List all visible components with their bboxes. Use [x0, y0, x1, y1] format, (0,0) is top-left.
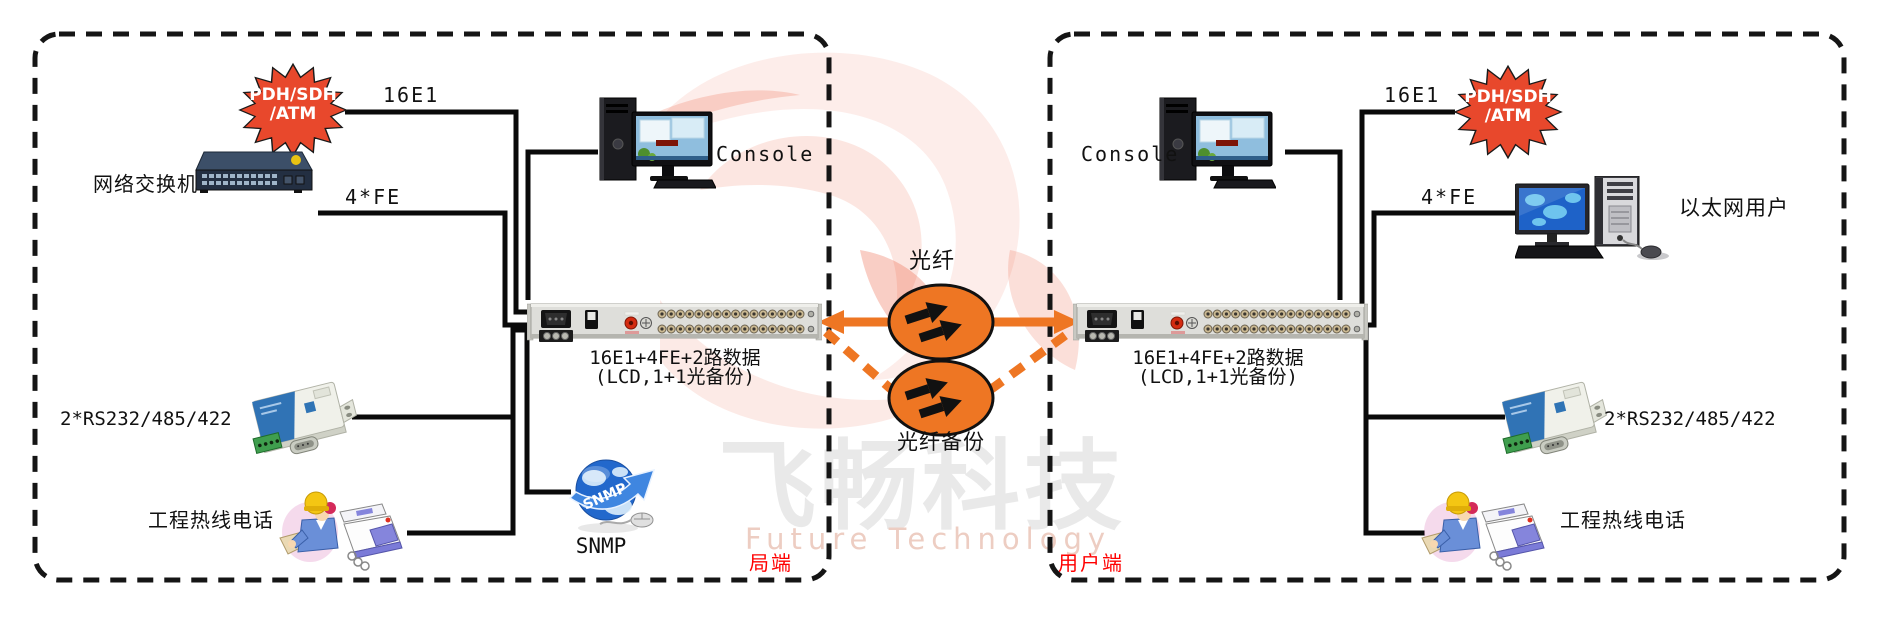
hotline-phone-right — [1421, 491, 1545, 571]
hotline-phone-label-left: 工程热线电话 — [148, 508, 274, 532]
mux-device-right — [1073, 303, 1368, 343]
rs232-label-right: 2*RS232/485/422 — [1604, 408, 1776, 430]
starburst-text-line2-right: /ATM — [1484, 106, 1532, 126]
console-label-right: Console — [1081, 142, 1180, 166]
hotline-phone-label-right: 工程热线电话 — [1560, 508, 1686, 532]
customer-side-box — [1047, 31, 1847, 583]
console-label-left: Console — [716, 142, 815, 166]
watermark-en: Future Technology — [745, 522, 1111, 556]
ethernet-user-pc — [1515, 176, 1670, 261]
left-connection-lines — [318, 109, 598, 536]
mux-label-line2-left: (LCD,1+1光备份) — [595, 366, 755, 388]
serial-converter-right — [1500, 377, 1608, 464]
central-office-box — [32, 31, 832, 583]
mux-device-left — [527, 303, 822, 343]
fe-link-label-right: 4*FE — [1421, 185, 1478, 209]
serial-converter-left — [250, 377, 358, 464]
network-switch-device — [195, 151, 313, 194]
mux-label-line2-right: (LCD,1+1光备份) — [1138, 366, 1298, 388]
mux-label-line1-right: 16E1+4FE+2路数据 — [1132, 347, 1304, 369]
fiber-primary-label: 光纤 — [909, 249, 956, 274]
snmp-globe-icon — [569, 459, 655, 534]
starburst-text-line1-right: PDH/SDH — [1464, 87, 1552, 107]
starburst-text-line1-left: PDH/SDH — [249, 85, 337, 105]
mux-label-line1-left: 16E1+4FE+2路数据 — [589, 347, 761, 369]
watermark-cn: 飞畅科技 — [718, 430, 1126, 544]
fiber-primary-node — [887, 283, 995, 361]
snmp-label: SNMP — [575, 534, 627, 558]
rs232-label-left: 2*RS232/485/422 — [60, 408, 232, 430]
e1-link-label-left: 16E1 — [383, 83, 440, 107]
zone-label-central-office: 局端 — [749, 551, 793, 575]
fiber-backup-node — [887, 359, 995, 437]
e1-link-label-right: 16E1 — [1384, 83, 1441, 107]
zone-label-customer-side: 用户端 — [1058, 551, 1124, 575]
network-switch-label: 网络交换机 — [93, 172, 198, 196]
fe-link-label-left: 4*FE — [345, 185, 402, 209]
hotline-phone-left — [279, 491, 403, 571]
console-pc-left — [599, 97, 716, 189]
starburst-text-line2-left: /ATM — [269, 104, 317, 124]
fiber-backup-label: 光纤备份 — [897, 430, 985, 454]
ethernet-user-label: 以太网用户 — [1679, 196, 1789, 220]
